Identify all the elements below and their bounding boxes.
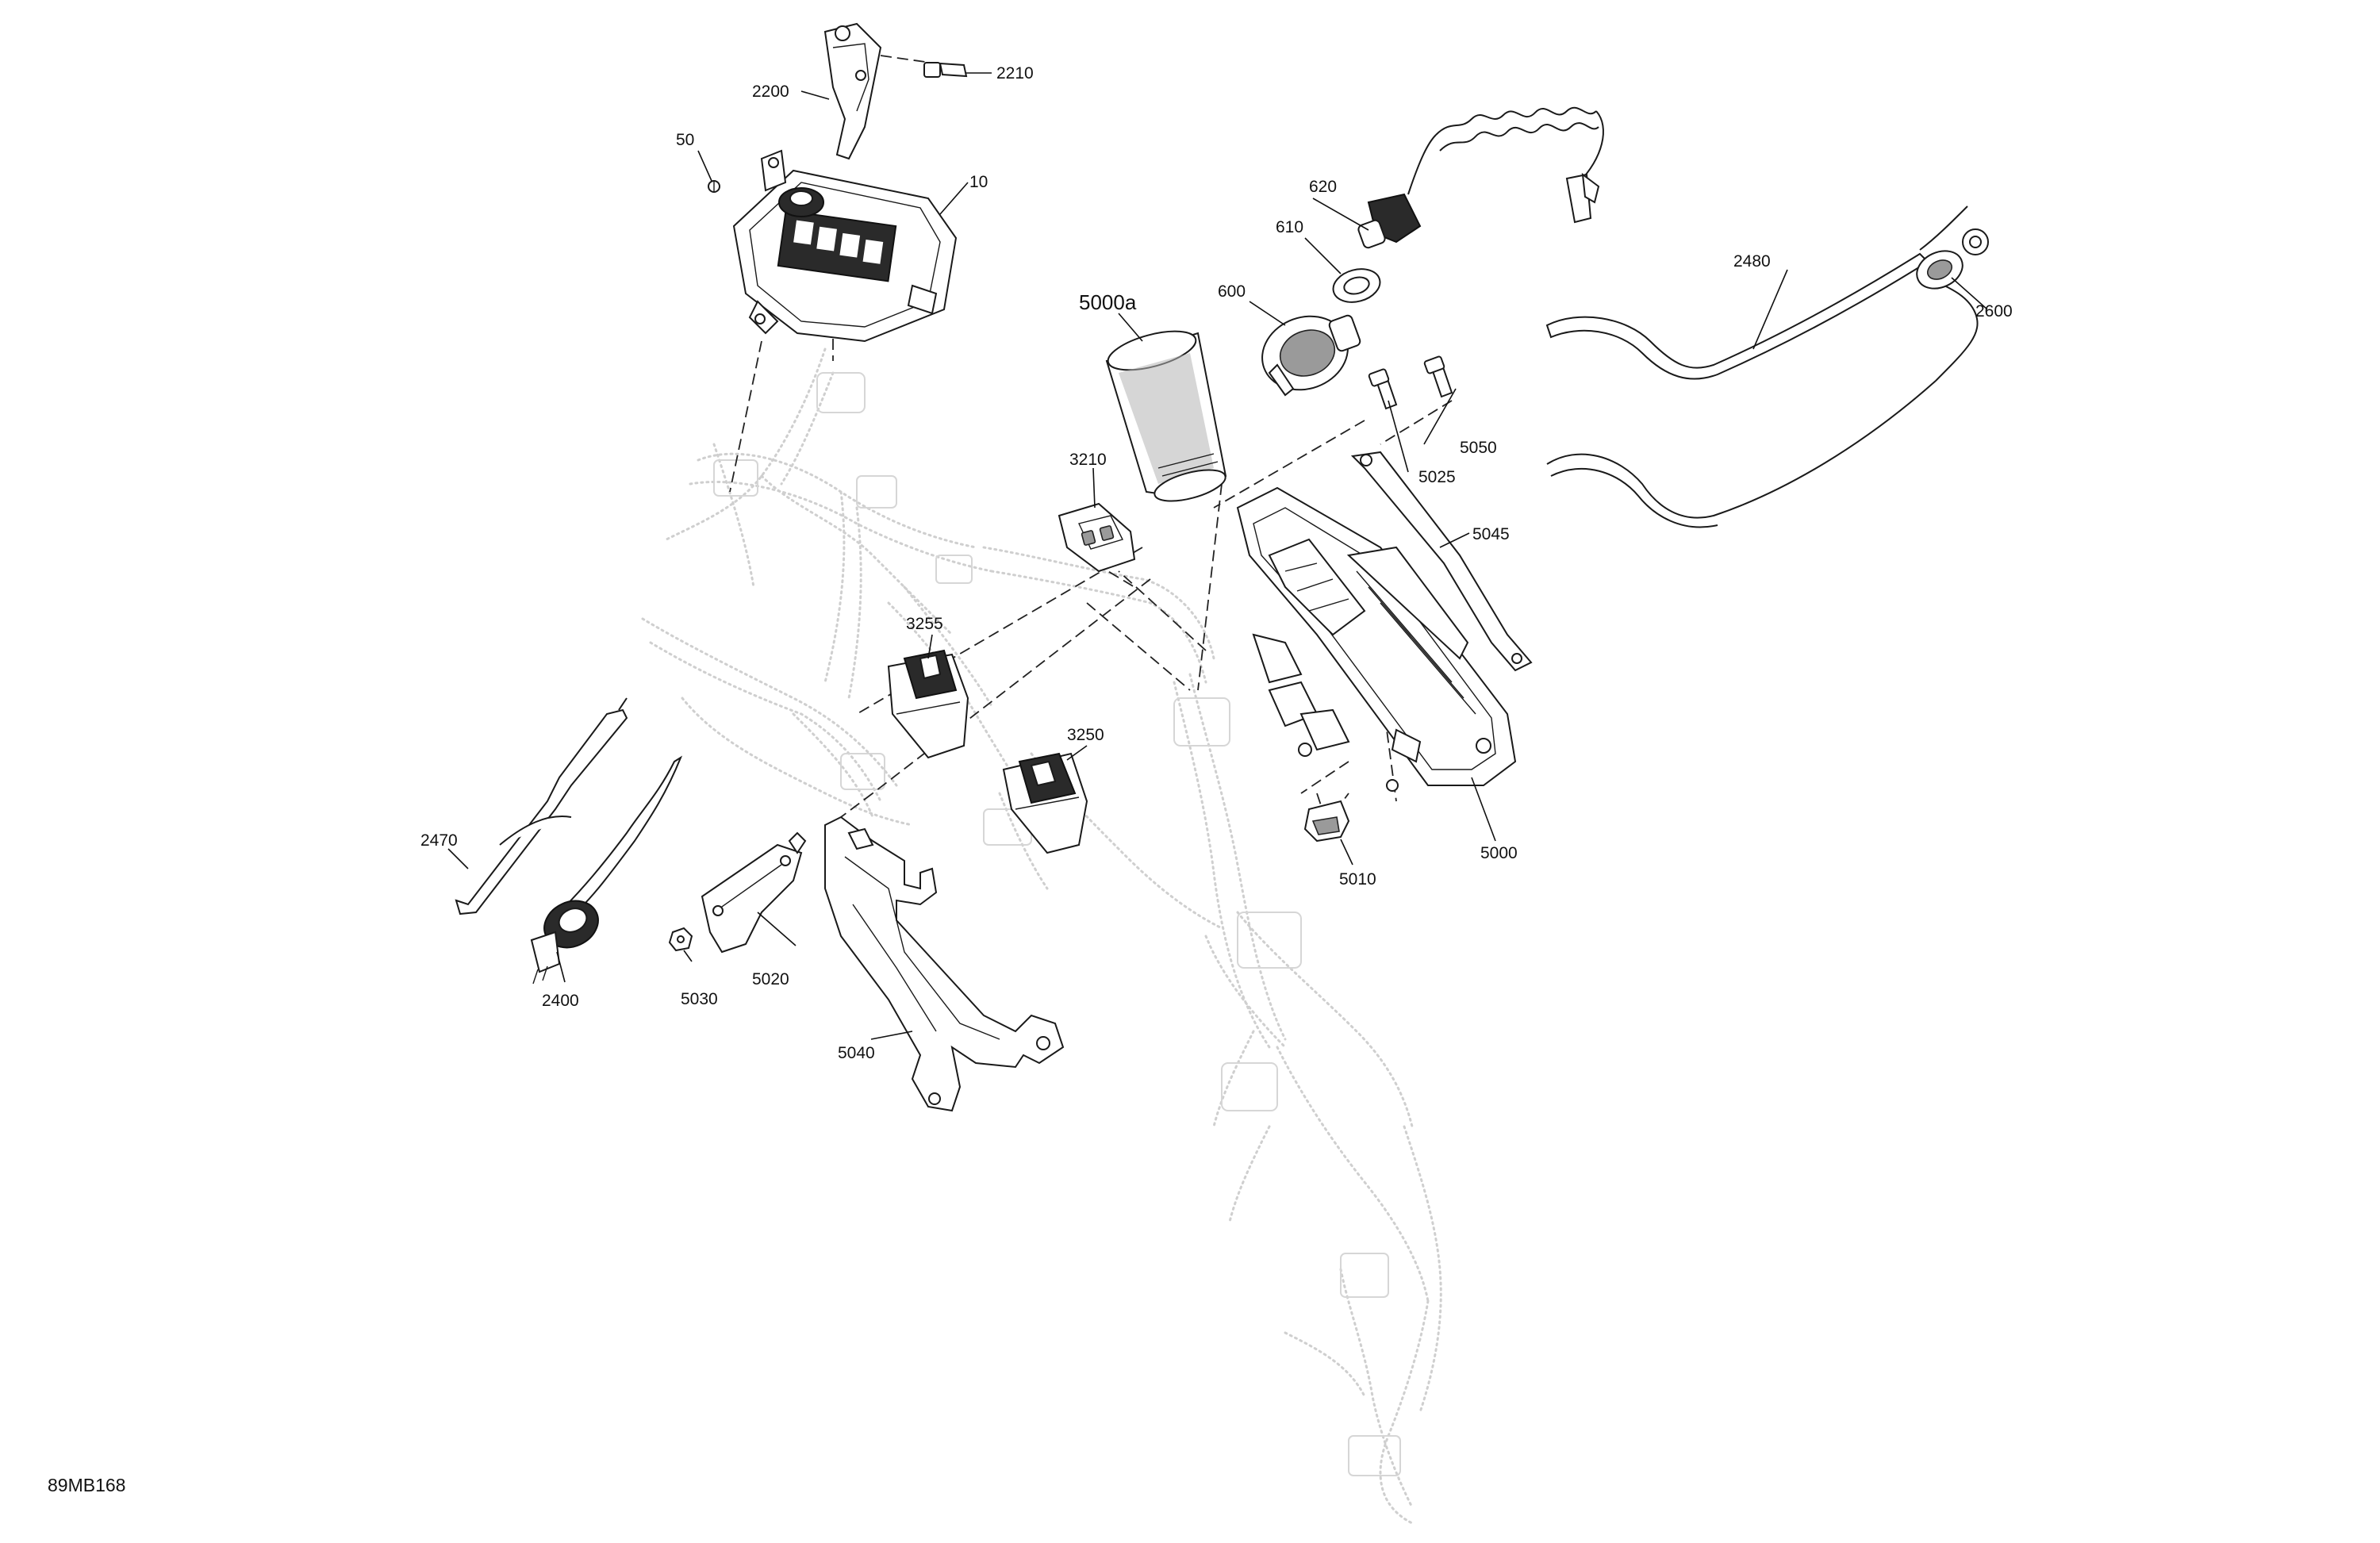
callout-labels: 2200 2210 50 10 620 610 600 5000a 2480 2… xyxy=(420,64,2013,1062)
callout-5010: 5010 xyxy=(1339,870,1376,889)
leader-lines xyxy=(447,72,1988,1040)
part-3255-rocker-switch xyxy=(887,649,969,759)
part-620-tether-cord xyxy=(1357,106,1604,249)
callout-610: 610 xyxy=(1276,218,1303,236)
callout-3250: 3250 xyxy=(1067,726,1104,744)
part-2400-actuator xyxy=(530,755,683,985)
part-2210-bolt xyxy=(923,62,968,78)
part-600-ignition-switch xyxy=(1261,314,1361,397)
assembly-lines xyxy=(729,55,1453,826)
callout-5000a: 5000a xyxy=(1079,290,1137,314)
callout-5025: 5025 xyxy=(1418,468,1456,486)
part-5040-large-bracket xyxy=(824,816,1065,1112)
callout-10: 10 xyxy=(969,173,988,191)
callout-5045: 5045 xyxy=(1472,525,1510,543)
diagram-reference-code: 89MB168 xyxy=(48,1475,125,1495)
callout-620: 620 xyxy=(1309,178,1337,196)
part-10-control-module xyxy=(732,169,958,343)
part-2200-bracket xyxy=(823,22,882,160)
part-2470-cable-handle xyxy=(455,697,628,915)
part-5000a-canister xyxy=(1105,330,1227,502)
part-5010-clip xyxy=(1303,800,1350,843)
callout-2200: 2200 xyxy=(752,83,789,101)
callout-600: 600 xyxy=(1218,282,1246,301)
part-3210-connector xyxy=(1058,502,1136,573)
callout-3255: 3255 xyxy=(906,615,943,633)
callout-2480: 2480 xyxy=(1733,252,1771,271)
callout-2400: 2400 xyxy=(542,992,579,1010)
callout-50: 50 xyxy=(676,131,694,149)
callout-3210: 3210 xyxy=(1069,451,1107,469)
part-610-ring xyxy=(1332,268,1381,303)
callout-2470: 2470 xyxy=(420,831,458,850)
wiring-harness-ghost xyxy=(641,347,1442,1525)
callout-5000: 5000 xyxy=(1480,844,1518,862)
callout-5020: 5020 xyxy=(752,970,789,988)
part-5020-bracket xyxy=(701,831,807,954)
part-5050-bolt xyxy=(1423,355,1453,398)
part-5000-main-module xyxy=(1236,486,1517,792)
part-50-screw xyxy=(708,149,787,193)
callout-2600: 2600 xyxy=(1975,302,2013,320)
part-5045-long-bracket xyxy=(1350,451,1533,672)
part-5025-bolt xyxy=(1368,368,1398,410)
callout-5050: 5050 xyxy=(1460,439,1497,457)
part-5030-nut xyxy=(668,927,693,952)
part-2600-cable-with-knob xyxy=(1546,228,1989,528)
callout-5030: 5030 xyxy=(681,990,718,1008)
part-3250-rocker-switch xyxy=(1002,752,1088,854)
part-2480-cable xyxy=(1545,205,1968,380)
callout-2210: 2210 xyxy=(996,64,1034,83)
callout-5040: 5040 xyxy=(838,1044,875,1062)
